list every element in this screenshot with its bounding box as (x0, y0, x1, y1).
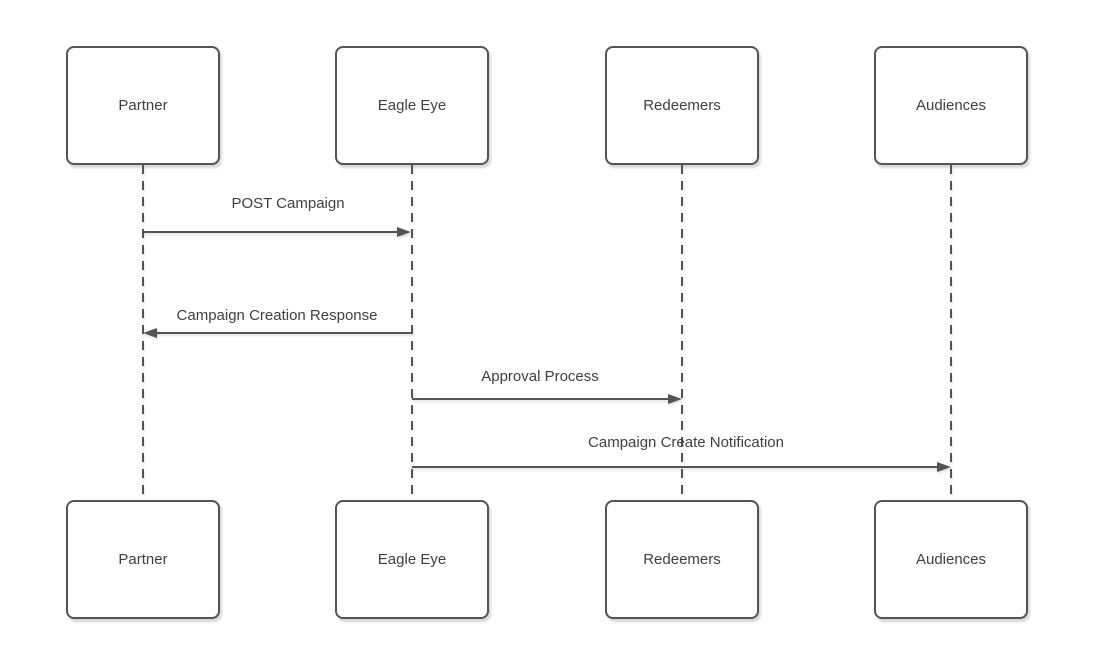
actor-box-audiences-top: Audiences (874, 46, 1028, 165)
actor-box-eagle-eye-top: Eagle Eye (335, 46, 489, 165)
message-arrow-campaign-create-notification (412, 466, 938, 468)
actor-label-eagle-eye: Eagle Eye (377, 97, 447, 114)
message-arrow-post-campaign (143, 231, 398, 233)
actor-label-audiences: Audiences (915, 97, 987, 114)
arrowhead-right-icon (397, 227, 411, 237)
actor-label-eagle-eye: Eagle Eye (377, 551, 447, 568)
lifeline-eagle-eye (411, 165, 413, 500)
message-label-campaign-creation-response: Campaign Creation Response (176, 307, 378, 324)
lifeline-redeemers (681, 165, 683, 500)
actor-box-partner-bottom: Partner (66, 500, 220, 619)
actor-label-partner: Partner (118, 97, 168, 114)
message-label-campaign-create-notification: Campaign Create Notification (588, 434, 784, 451)
actor-box-redeemers-top: Redeemers (605, 46, 759, 165)
message-label-approval-process: Approval Process (481, 368, 599, 385)
arrowhead-right-icon (668, 394, 682, 404)
actor-box-audiences-bottom: Audiences (874, 500, 1028, 619)
arrowhead-right-icon (937, 462, 951, 472)
message-arrow-approval-process (412, 398, 669, 400)
actor-label-partner: Partner (118, 551, 168, 568)
message-arrow-campaign-creation-response (156, 332, 412, 334)
actor-label-audiences: Audiences (915, 551, 987, 568)
actor-label-redeemers: Redeemers (643, 551, 721, 568)
actor-box-redeemers-bottom: Redeemers (605, 500, 759, 619)
actor-label-redeemers: Redeemers (643, 97, 721, 114)
lifeline-audiences (950, 165, 952, 500)
message-label-post-campaign: POST Campaign (231, 195, 345, 212)
actor-box-partner-top: Partner (66, 46, 220, 165)
arrowhead-left-icon (143, 328, 157, 338)
actor-box-eagle-eye-bottom: Eagle Eye (335, 500, 489, 619)
